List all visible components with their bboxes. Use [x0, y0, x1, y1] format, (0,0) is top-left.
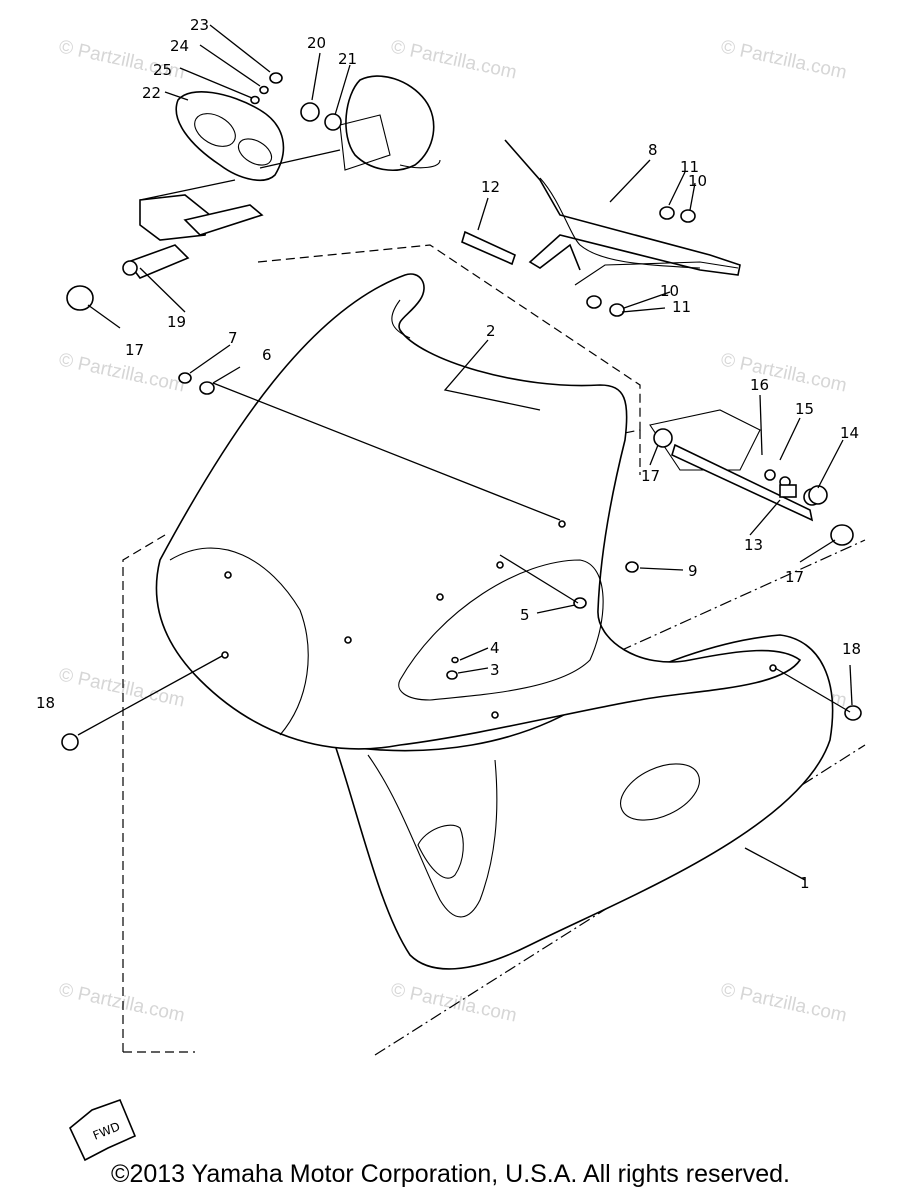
callout-14: 14 — [840, 424, 859, 442]
watermark: © Partzilla.com — [719, 979, 849, 1026]
callout-11-lower: 11 — [672, 298, 691, 316]
callout-8: 8 — [648, 141, 658, 159]
callout-13: 13 — [744, 536, 763, 554]
callout-4: 4 — [490, 639, 500, 657]
fwd-arrow: FWD — [69, 1098, 137, 1162]
callout-17-left: 17 — [125, 341, 144, 359]
callout-20: 20 — [307, 34, 326, 52]
callout-5: 5 — [520, 606, 530, 624]
callout-22: 22 — [142, 84, 161, 102]
headlight-casing — [339, 75, 441, 171]
callout-18-left: 18 — [36, 694, 55, 712]
lower-cowling — [333, 634, 834, 970]
callout-16: 16 — [750, 376, 769, 394]
callout-10-upper: 10 — [688, 172, 707, 190]
watermark: © Partzilla.com — [57, 979, 187, 1026]
callout-17-right-upper: 17 — [641, 467, 660, 485]
side-bolt-assembly — [649, 409, 821, 522]
upper-fairing — [155, 273, 802, 750]
mounting-stay — [504, 139, 741, 286]
watermark: © Partzilla.com — [719, 36, 849, 83]
callout-3: 3 — [490, 661, 500, 679]
callout-21: 21 — [338, 50, 357, 68]
callout-6: 6 — [262, 346, 272, 364]
watermark: © Partzilla.com — [389, 979, 519, 1026]
callout-12: 12 — [481, 178, 500, 196]
watermark: © Partzilla.com — [57, 664, 187, 711]
watermark: © Partzilla.com — [389, 36, 519, 83]
callout-17-right-lower: 17 — [785, 568, 804, 586]
callout-19: 19 — [167, 313, 186, 331]
callout-10-lower: 10 — [660, 282, 679, 300]
callout-24: 24 — [170, 37, 189, 55]
callouts: 1 2 3 4 5 6 7 8 9 10 10 11 11 12 13 14 1… — [36, 16, 861, 892]
callout-25: 25 — [153, 61, 172, 79]
leader-lines — [77, 24, 853, 881]
copyright-notice: ©2013 Yamaha Motor Corporation, U.S.A. A… — [111, 1160, 790, 1188]
callout-11-upper: 11 — [680, 158, 699, 176]
watermark: © Partzilla.com — [57, 349, 187, 396]
callout-1: 1 — [800, 874, 810, 892]
callout-18-right: 18 — [842, 640, 861, 658]
hardware — [61, 72, 862, 751]
callout-7: 7 — [228, 329, 238, 347]
callout-15: 15 — [795, 400, 814, 418]
headlight-bracket — [122, 91, 285, 279]
callout-23: 23 — [190, 16, 209, 34]
callout-2: 2 — [486, 322, 496, 340]
watermark: © Partzilla.com — [719, 349, 849, 396]
callout-9: 9 — [688, 562, 698, 580]
